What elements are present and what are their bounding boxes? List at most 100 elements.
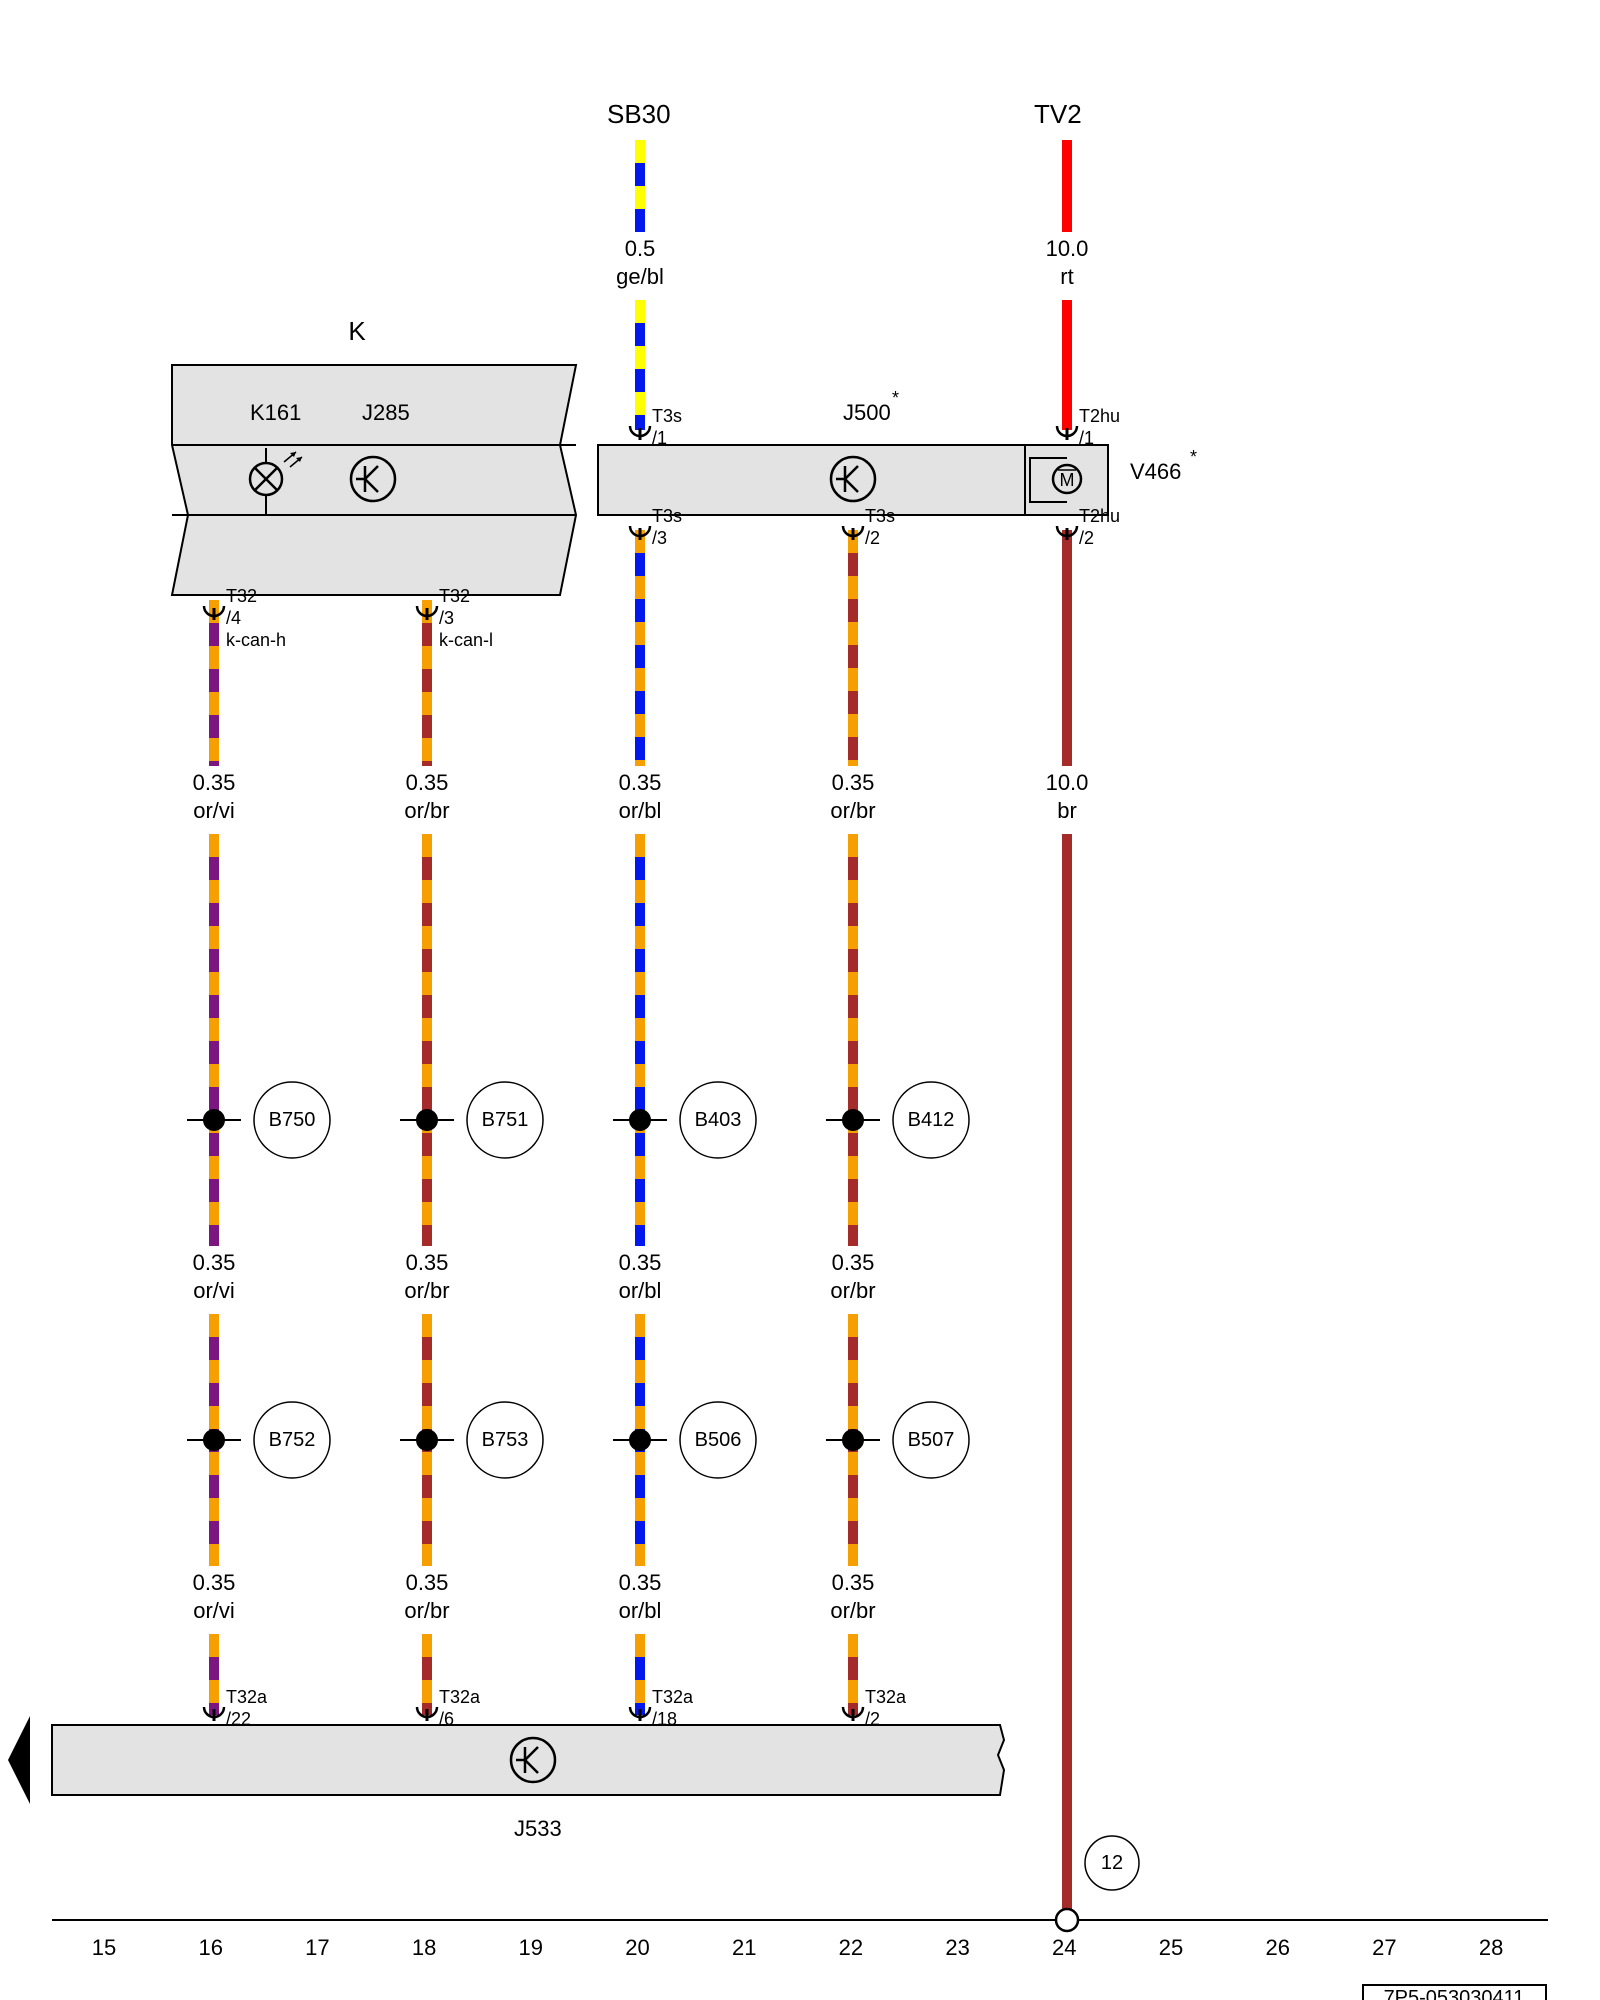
connector-id: T32a bbox=[439, 1687, 481, 1707]
connector-id: T32 bbox=[226, 586, 257, 606]
column-number: 27 bbox=[1372, 1935, 1396, 1960]
signal-name: k-can-h bbox=[226, 630, 286, 650]
j500-star: * bbox=[892, 388, 899, 408]
junction-label: B412 bbox=[908, 1109, 955, 1131]
wire-size: 0.35 bbox=[832, 1570, 875, 1595]
wire-spec-col18-r3: 0.35 or/br bbox=[404, 1570, 449, 1623]
connector-id: T32a bbox=[226, 1687, 268, 1707]
connector-id: T32a bbox=[652, 1687, 694, 1707]
wire-spec-col22-r3: 0.35 or/br bbox=[830, 1570, 875, 1623]
k161-label: K161 bbox=[250, 400, 301, 425]
junction-label: B507 bbox=[908, 1429, 955, 1451]
connector-k-out1: T32/4k-can-h bbox=[202, 586, 286, 650]
column-number: 21 bbox=[732, 1935, 756, 1960]
connector-j500-out2: T3s/2 bbox=[841, 506, 895, 548]
ground-ref-label: 12 bbox=[1101, 1852, 1123, 1874]
wire-spec-sb30: 0.5 ge/bl bbox=[616, 236, 664, 289]
control-unit-icon-j285 bbox=[349, 455, 397, 503]
connector-k-out2: T32/3k-can-l bbox=[415, 586, 493, 650]
supply-tv2: TV2 bbox=[1034, 99, 1082, 129]
wire-size: 0.35 bbox=[406, 770, 449, 795]
column-number: 16 bbox=[198, 1935, 222, 1960]
motor-icon: M bbox=[1029, 457, 1083, 503]
wire-color: or/br bbox=[830, 798, 875, 823]
junction-B753: B753 bbox=[400, 1401, 544, 1479]
pin-number: /6 bbox=[439, 1709, 454, 1729]
column-number: 26 bbox=[1265, 1935, 1289, 1960]
wire-spec-tv2-red: 10.0 rt bbox=[1046, 236, 1089, 289]
continuation-arrow-icon bbox=[8, 1716, 30, 1804]
wire-size: 0.5 bbox=[625, 236, 656, 261]
v466-label: V466 bbox=[1130, 459, 1181, 484]
pin-number: /1 bbox=[652, 428, 667, 448]
junction-label: B750 bbox=[269, 1109, 316, 1131]
wire-color: br bbox=[1057, 798, 1077, 823]
junction-label: B751 bbox=[482, 1109, 529, 1131]
wire-size: 0.35 bbox=[832, 770, 875, 795]
column-number: 24 bbox=[1052, 1935, 1076, 1960]
connector-j500-out1: T3s/3 bbox=[628, 506, 682, 548]
wire-size: 0.35 bbox=[619, 770, 662, 795]
junction-B506: B506 bbox=[613, 1401, 757, 1479]
column-number: 28 bbox=[1479, 1935, 1503, 1960]
wire-spec-col16-r2: 0.35 or/vi bbox=[193, 1250, 236, 1303]
wire-spec-col20-r2: 0.35 or/bl bbox=[619, 1250, 662, 1303]
pin-number: /2 bbox=[865, 528, 880, 548]
wire-color: or/bl bbox=[619, 1598, 662, 1623]
pin-number: /2 bbox=[1079, 528, 1094, 548]
doc-ref-box bbox=[1362, 1984, 1547, 2000]
j285-label: J285 bbox=[362, 400, 410, 425]
junction-B412: B412 bbox=[826, 1081, 970, 1159]
connector-id: T3s bbox=[652, 506, 682, 526]
wire-color: or/vi bbox=[193, 1278, 235, 1303]
column-number: 15 bbox=[92, 1935, 116, 1960]
wire-color: or/br bbox=[404, 798, 449, 823]
junction-label: B506 bbox=[695, 1429, 742, 1451]
k-label: K bbox=[348, 316, 366, 346]
wire-size: 0.35 bbox=[406, 1250, 449, 1275]
pin-number: /3 bbox=[439, 608, 454, 628]
column-number: 23 bbox=[945, 1935, 969, 1960]
junction-label: B753 bbox=[482, 1429, 529, 1451]
connector-id: T32a bbox=[865, 1687, 907, 1707]
wire-color: or/br bbox=[830, 1598, 875, 1623]
pin-number: /18 bbox=[652, 1709, 677, 1729]
connector-id: T2hu bbox=[1079, 406, 1120, 426]
connector-j533-in-2: T32a/6 bbox=[415, 1687, 481, 1729]
wire-color: or/br bbox=[830, 1278, 875, 1303]
j500-label: J500 bbox=[843, 400, 891, 425]
junction-B507: B507 bbox=[826, 1401, 970, 1479]
pin-number: /2 bbox=[865, 1709, 880, 1729]
wire-spec-col16-r3: 0.35 or/vi bbox=[193, 1570, 236, 1623]
connector-id: T32 bbox=[439, 586, 470, 606]
connector-id: T3s bbox=[652, 406, 682, 426]
junction-B403: B403 bbox=[613, 1081, 757, 1159]
wire-color: or/vi bbox=[193, 1598, 235, 1623]
control-unit-icon-j500 bbox=[829, 455, 877, 503]
ground-point bbox=[1054, 1907, 1080, 1933]
wire-spec-col22-r2: 0.35 or/br bbox=[830, 1250, 875, 1303]
connector-id: T3s bbox=[865, 506, 895, 526]
column-number: 19 bbox=[519, 1935, 543, 1960]
wire-size: 0.35 bbox=[193, 1570, 236, 1595]
wire-color: or/br bbox=[404, 1598, 449, 1623]
wire-spec-col20-r3: 0.35 or/bl bbox=[619, 1570, 662, 1623]
column-number: 20 bbox=[625, 1935, 649, 1960]
wire-size: 0.35 bbox=[619, 1570, 662, 1595]
junction-label: B403 bbox=[695, 1109, 742, 1131]
connector-sb30-top: T3s/1 bbox=[628, 406, 682, 448]
warning-lamp-icon bbox=[248, 448, 303, 514]
column-number: 22 bbox=[839, 1935, 863, 1960]
wire-spec-col18-r2: 0.35 or/br bbox=[404, 1250, 449, 1303]
wire-size: 0.35 bbox=[193, 770, 236, 795]
wire-size: 10.0 bbox=[1046, 236, 1089, 261]
wire-color: ge/bl bbox=[616, 264, 664, 289]
wire-color: or/br bbox=[404, 1278, 449, 1303]
connector-id: T2hu bbox=[1079, 506, 1120, 526]
v466-star: * bbox=[1190, 447, 1197, 467]
junction-B750: B750 bbox=[187, 1081, 331, 1159]
connector-tv2-top: T2hu/1 bbox=[1055, 406, 1120, 448]
wire-spec-col22-r1: 0.35 or/br bbox=[830, 770, 875, 823]
